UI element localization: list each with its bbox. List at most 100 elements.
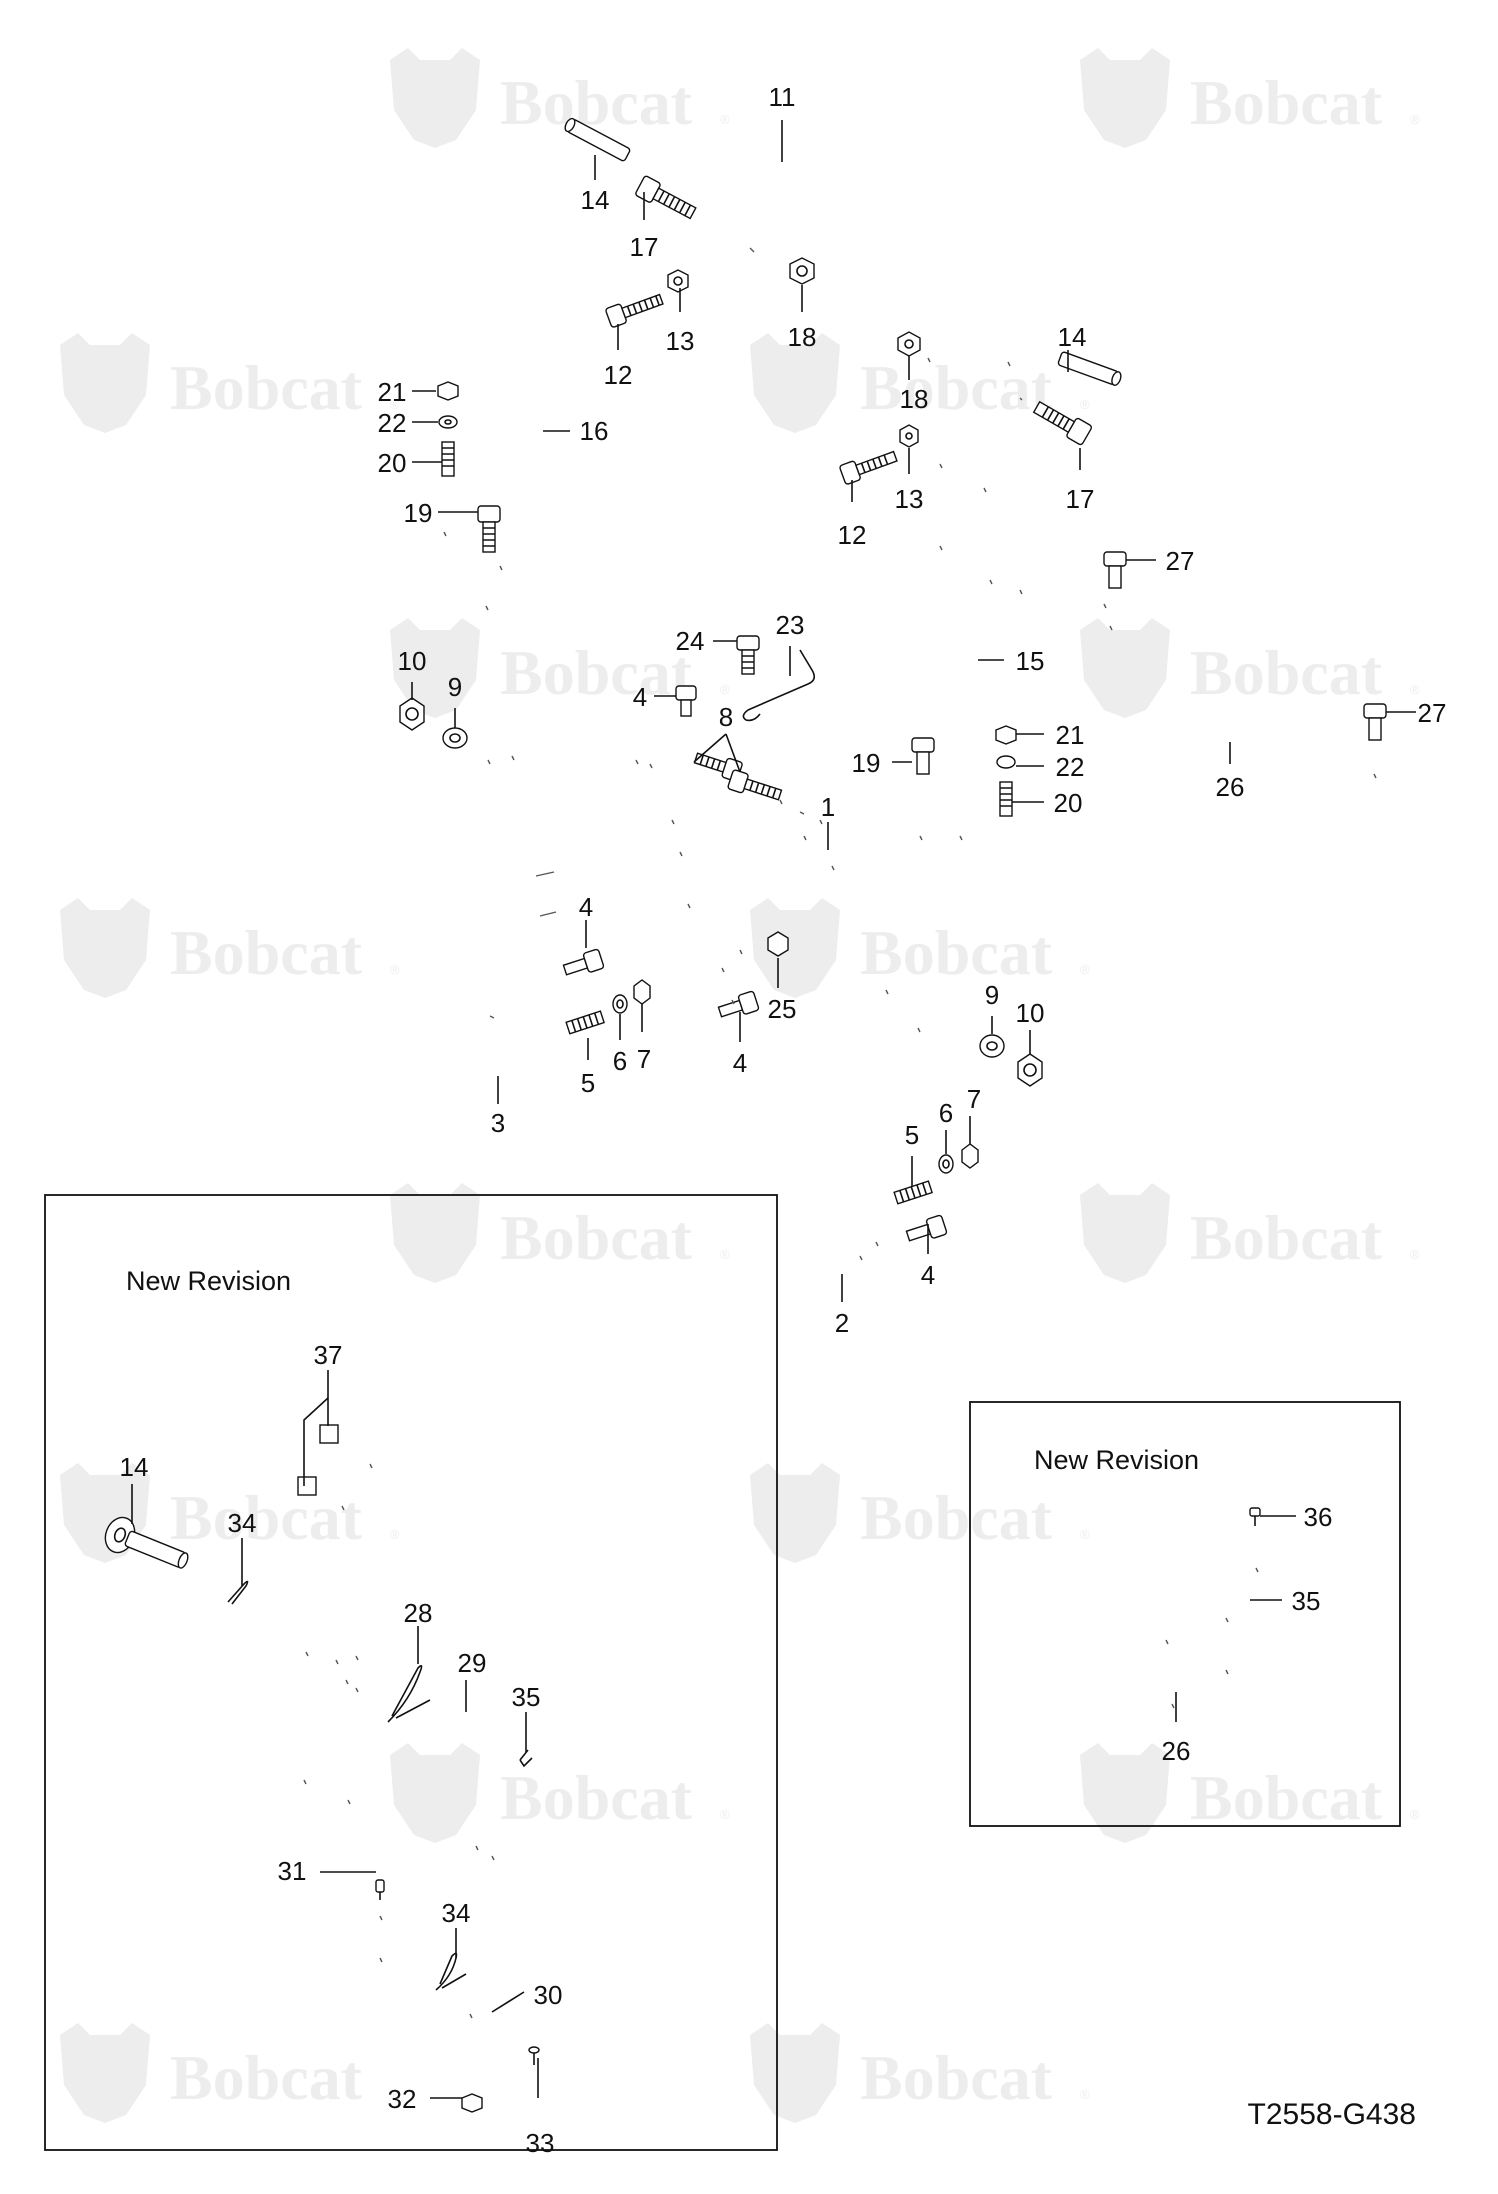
- bobcat-logo-watermark: Bobcat®: [1080, 48, 1420, 148]
- inset-frame-left: [44, 1194, 778, 2151]
- callout-number: 26: [1216, 772, 1245, 802]
- bobcat-logo-watermark: Bobcat®: [390, 48, 730, 148]
- watermark-wordmark: Bobcat: [860, 917, 1053, 988]
- bolt-part: [605, 293, 664, 328]
- washer-part: [979, 1034, 1005, 1058]
- bolt-part: [839, 450, 898, 485]
- callout-number: 4: [579, 892, 593, 922]
- callout-number: 33: [526, 2128, 555, 2158]
- callout-number: 17: [1066, 484, 1095, 514]
- callout-number: 28: [404, 1598, 433, 1628]
- callout-number: 24: [676, 626, 705, 656]
- callout-number: 10: [398, 646, 427, 676]
- bolt-part: [375, 1879, 385, 1900]
- bolt-part: [1032, 400, 1093, 446]
- nut-part: [461, 2093, 483, 2113]
- callout-number: 32: [388, 2084, 417, 2114]
- stud-part: [441, 441, 455, 477]
- watermark-reg-mark: ®: [1410, 682, 1420, 697]
- rod-part: [742, 649, 816, 722]
- callout-number: 15: [1016, 646, 1045, 676]
- bolt-part: [905, 1214, 948, 1242]
- callout-number: 34: [228, 1508, 257, 1538]
- inset-title-left: New Revision: [126, 1266, 291, 1296]
- callout-number: 31: [278, 1856, 307, 1886]
- watermark-wordmark: Bobcat: [860, 352, 1053, 423]
- nut-part: [437, 381, 459, 401]
- callout-number: 17: [630, 232, 659, 262]
- callout-number: 35: [512, 1682, 541, 1712]
- watermark-wordmark: Bobcat: [1190, 1762, 1383, 1833]
- inset-frame-right: [969, 1401, 1401, 1827]
- callout-number: 25: [768, 994, 797, 1024]
- watermark-reg-mark: ®: [1080, 397, 1090, 412]
- stud-part: [893, 1180, 933, 1205]
- bolt-part: [717, 990, 760, 1018]
- watermark-layer: Bobcat ® Bobcat ® Bobcat ® Bobcat ® Bobcat ® Bobca…: [60, 48, 1420, 2123]
- callout-number: 12: [604, 360, 633, 390]
- callout-number: 18: [900, 384, 929, 414]
- washer-part: [996, 755, 1016, 769]
- bolt-part: [1249, 1507, 1261, 1526]
- watermark-reg-mark: ®: [390, 397, 400, 412]
- pin-part: [104, 1516, 189, 1569]
- nut-part: [667, 269, 689, 293]
- bolt-part: [562, 948, 605, 976]
- bobcat-logo-watermark: Bobcat®: [390, 1743, 730, 1843]
- callout-number: 13: [666, 326, 695, 356]
- inset-title-right: New Revision: [1034, 1445, 1199, 1475]
- washer-part: [438, 415, 458, 429]
- callout-number: 14: [120, 1452, 149, 1482]
- bolt-part: [1103, 551, 1127, 589]
- watermark-wordmark: Bobcat: [500, 67, 693, 138]
- washer-part: [612, 994, 628, 1014]
- callout-number: 12: [838, 520, 867, 550]
- callout-number: 7: [637, 1044, 651, 1074]
- bolt-part: [477, 505, 501, 553]
- nut-part: [897, 331, 921, 357]
- bobcat-logo-watermark: Bobcat®: [750, 2023, 1090, 2123]
- watermark-reg-mark: ®: [720, 1807, 730, 1822]
- nut-part: [399, 697, 425, 731]
- hairpin-part: [227, 1580, 249, 1605]
- callout-number: 30: [534, 1980, 563, 2010]
- callout-number: 29: [458, 1648, 487, 1678]
- callout-number: 9: [985, 980, 999, 1010]
- callout-number: 13: [895, 484, 924, 514]
- watermark-reg-mark: ®: [1410, 1807, 1420, 1822]
- watermark-wordmark: Bobcat: [170, 352, 363, 423]
- watermark-wordmark: Bobcat: [860, 2042, 1053, 2113]
- bobcat-logo-watermark: Bobcat ®: [750, 333, 1090, 433]
- washer-part: [442, 727, 468, 749]
- callout-number: 36: [1304, 1502, 1333, 1532]
- stud-part: [565, 1010, 605, 1035]
- watermark-wordmark: Bobcat: [170, 917, 363, 988]
- callout-number: 19: [852, 748, 881, 778]
- watermark-wordmark: Bobcat: [170, 2042, 363, 2113]
- watermark-reg-mark: ®: [390, 1527, 400, 1542]
- nut-part: [899, 424, 919, 448]
- watermark-reg-mark: ®: [720, 1247, 730, 1262]
- callout-number: 1: [821, 792, 835, 822]
- callout-number: 3: [491, 1108, 505, 1138]
- callout-number: 22: [378, 408, 407, 438]
- washer-part: [938, 1154, 954, 1174]
- callout-number: 20: [1054, 788, 1083, 818]
- callout-number: 21: [378, 377, 407, 407]
- callout-number: 22: [1056, 752, 1085, 782]
- bobcat-logo-watermark: Bobcat®: [60, 898, 400, 998]
- bobcat-logo-watermark: Bobcat®: [750, 1463, 1090, 1563]
- callout-number: 4: [633, 682, 647, 712]
- bolt-part: [675, 685, 697, 717]
- assembly-hints: [303, 247, 1377, 2019]
- stud-part: [999, 781, 1013, 817]
- watermark-reg-mark: ®: [1080, 1527, 1090, 1542]
- callout-number: 14: [1058, 322, 1087, 352]
- pin-part: [528, 2046, 540, 2065]
- bobcat-logo-watermark: Bobcat®: [1080, 1183, 1420, 1283]
- watermark-wordmark: Bobcat: [500, 1202, 693, 1273]
- callout-number: 37: [314, 1340, 343, 1370]
- callout-number: 19: [404, 498, 433, 528]
